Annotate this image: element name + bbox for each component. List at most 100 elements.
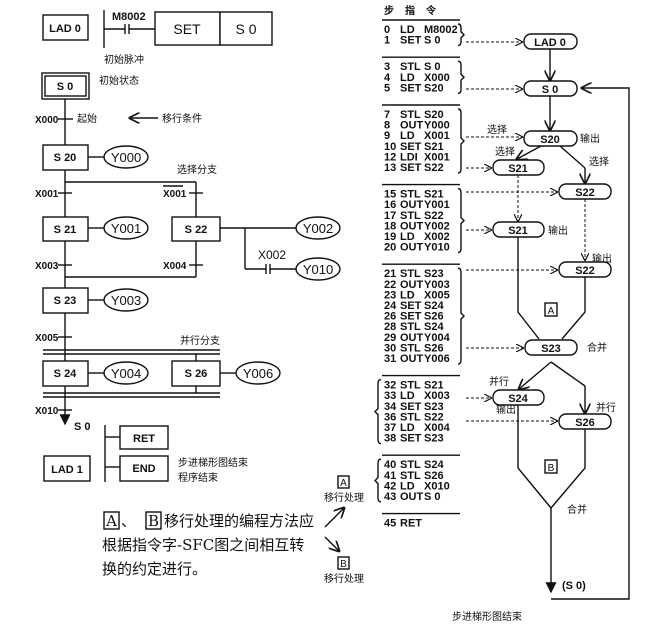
brace xyxy=(457,23,465,47)
operand: S23 xyxy=(424,268,444,280)
instruction: LD xyxy=(400,24,415,36)
svg-text:X000: X000 xyxy=(35,115,59,126)
operand: S22 xyxy=(424,162,444,174)
operand: S22 xyxy=(424,210,444,222)
instruction: SET xyxy=(400,311,422,323)
step-number: 20 xyxy=(384,242,396,254)
step-number: 24 xyxy=(384,300,397,312)
step-s23 xyxy=(42,287,89,314)
transition-condition-label: 移行条件 xyxy=(162,112,202,125)
operand: X002 xyxy=(424,231,450,243)
instruction: STL xyxy=(400,380,421,392)
svg-text:B: B xyxy=(340,559,347,570)
step-number: 36 xyxy=(384,411,396,423)
note-line-1: 移行处理的编程方法应 xyxy=(164,512,314,530)
svg-text:S 24: S 24 xyxy=(54,368,78,380)
step-number: 21 xyxy=(384,268,396,280)
step-number: 38 xyxy=(384,433,396,445)
svg-text:S 23: S 23 xyxy=(54,295,77,307)
svg-text:X010: X010 xyxy=(35,406,59,417)
step-number: 45 xyxy=(384,518,396,530)
svg-text:并行: 并行 xyxy=(596,401,616,414)
operand: S24 xyxy=(424,321,444,333)
svg-text:S23: S23 xyxy=(541,343,561,355)
brace xyxy=(457,187,465,254)
instruction: SET xyxy=(400,35,422,47)
instruction: SET xyxy=(400,401,422,413)
step-number: 13 xyxy=(384,162,396,174)
svg-text:A: A xyxy=(548,306,555,317)
sfc-box-a xyxy=(544,302,558,317)
label-box-b xyxy=(337,556,350,570)
operand: X001 xyxy=(424,151,450,163)
svg-text:Y003: Y003 xyxy=(111,293,141,308)
svg-text:S22: S22 xyxy=(575,265,595,277)
instruction: STL xyxy=(400,189,421,201)
svg-text:S 21: S 21 xyxy=(54,224,77,236)
step-number: 19 xyxy=(384,231,396,243)
sfc-s23 xyxy=(524,339,578,356)
brace xyxy=(457,108,465,174)
step-number: 7 xyxy=(384,109,390,121)
note-line-3: 换的约定进行。 xyxy=(102,560,207,578)
step-number: 3 xyxy=(384,61,390,73)
coil-y004 xyxy=(103,361,149,385)
instruction: STL xyxy=(400,268,421,280)
note-box-b xyxy=(145,511,162,530)
instruction: STL xyxy=(400,210,421,222)
arrow-up-icon xyxy=(324,508,344,528)
instruction: LD xyxy=(400,422,415,434)
svg-text:选择: 选择 xyxy=(589,155,609,168)
svg-text:X003: X003 xyxy=(35,261,59,272)
coil-y006 xyxy=(235,361,281,385)
header-instr: 指 xyxy=(405,4,415,17)
svg-text:移行处理: 移行处理 xyxy=(324,572,364,585)
instruction: OUT xyxy=(400,242,424,254)
instruction: OUT xyxy=(400,199,424,211)
operand: S20 xyxy=(424,109,444,121)
svg-text:S 26: S 26 xyxy=(185,368,208,380)
ret-note: 步进梯形图结束 xyxy=(452,610,522,623)
instruction: LD xyxy=(400,390,415,402)
step-number: 34 xyxy=(384,401,397,413)
svg-text:A: A xyxy=(340,478,347,489)
operand: S26 xyxy=(424,311,444,323)
coil-y000 xyxy=(103,145,149,169)
s0-initial-step xyxy=(44,75,87,97)
step-ladder-end-label: 步进梯形图结束 xyxy=(178,456,248,469)
operand: Y000 xyxy=(424,120,450,132)
svg-text:X004: X004 xyxy=(163,261,187,272)
operand: S23 xyxy=(424,401,444,413)
brace xyxy=(457,60,465,95)
note-box-a xyxy=(103,511,120,530)
svg-text:X001: X001 xyxy=(35,189,59,200)
step-number: 0 xyxy=(384,24,390,36)
instruction: LD xyxy=(400,480,415,492)
svg-text:输出: 输出 xyxy=(548,224,568,237)
sfc-s20 xyxy=(523,130,578,147)
operand: X001 xyxy=(424,130,450,142)
brace xyxy=(457,267,465,365)
coil-y002 xyxy=(295,216,341,240)
ret-box xyxy=(119,425,169,450)
svg-text:S 0: S 0 xyxy=(542,84,559,96)
svg-text:Y010: Y010 xyxy=(303,262,333,277)
step-number: 23 xyxy=(384,289,396,301)
operand: S24 xyxy=(424,300,444,312)
instruction: LD xyxy=(400,231,415,243)
return-loop-line xyxy=(551,88,630,600)
instruction: SET xyxy=(400,82,422,94)
operand: S23 xyxy=(424,433,444,445)
header-step: 步 xyxy=(384,4,394,17)
jump-s0-label: S 0 xyxy=(74,421,91,433)
parallel-branch-label: 并行分支 xyxy=(180,334,220,347)
instruction: SET xyxy=(400,141,422,153)
lad1-box xyxy=(43,455,91,482)
instruction: STL xyxy=(400,470,421,482)
svg-text:RET: RET xyxy=(133,433,155,445)
instruction: STL xyxy=(400,61,421,73)
svg-text:Y001: Y001 xyxy=(111,221,141,236)
step-number: 1 xyxy=(384,35,390,47)
